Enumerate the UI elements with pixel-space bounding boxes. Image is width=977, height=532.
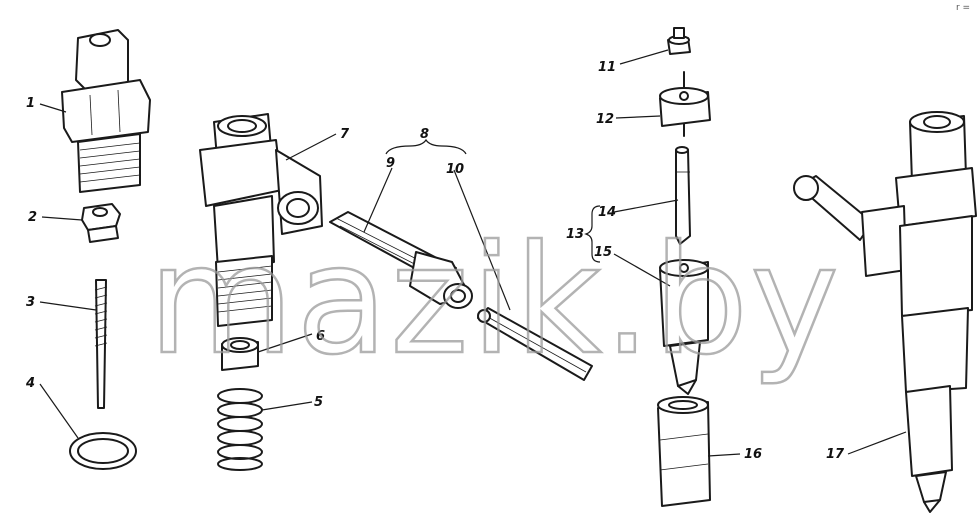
part-9-filter: [329, 211, 473, 309]
label-9: 9: [386, 156, 395, 171]
label-16: 16: [744, 447, 762, 462]
label-11: 11: [598, 60, 616, 75]
label-12: 12: [596, 112, 614, 127]
part-12-spacer: [659, 71, 711, 137]
label-13: 13: [566, 227, 584, 242]
part-15-sprayer: [659, 259, 709, 395]
label-14: 14: [598, 205, 616, 220]
label-2: 2: [28, 210, 37, 225]
watermark-text: mazik.by: [148, 214, 841, 388]
label-3: 3: [26, 295, 35, 310]
part-2-nut: [81, 203, 121, 243]
label-10: 10: [446, 162, 464, 177]
corner-mark: r =: [956, 3, 970, 13]
part-number-labels: 1 2 3 4 5 6 7 8 9 10 11 12 13 14 15 16 1…: [25, 60, 845, 462]
part-7-tee-body: [199, 113, 323, 327]
part-3-rod: [94, 279, 108, 409]
part-1-fitting: [61, 29, 151, 193]
label-7: 7: [340, 127, 350, 142]
part-10-rod: [477, 307, 593, 381]
label-17: 17: [826, 447, 845, 462]
label-4: 4: [25, 376, 35, 391]
label-15: 15: [594, 245, 612, 260]
part-5-spring: [217, 388, 263, 471]
part-17-injector: [793, 111, 977, 513]
label-5: 5: [314, 395, 323, 410]
label-1: 1: [26, 96, 35, 111]
part-4-washer: [69, 432, 137, 470]
label-8: 8: [420, 127, 429, 142]
part-14-needle: [675, 146, 691, 245]
part-6-bushing: [221, 337, 259, 371]
label-6: 6: [316, 329, 325, 344]
leader-lines: [39, 49, 907, 457]
part-16-nut: [657, 396, 711, 507]
part-11-cap: [667, 27, 691, 55]
